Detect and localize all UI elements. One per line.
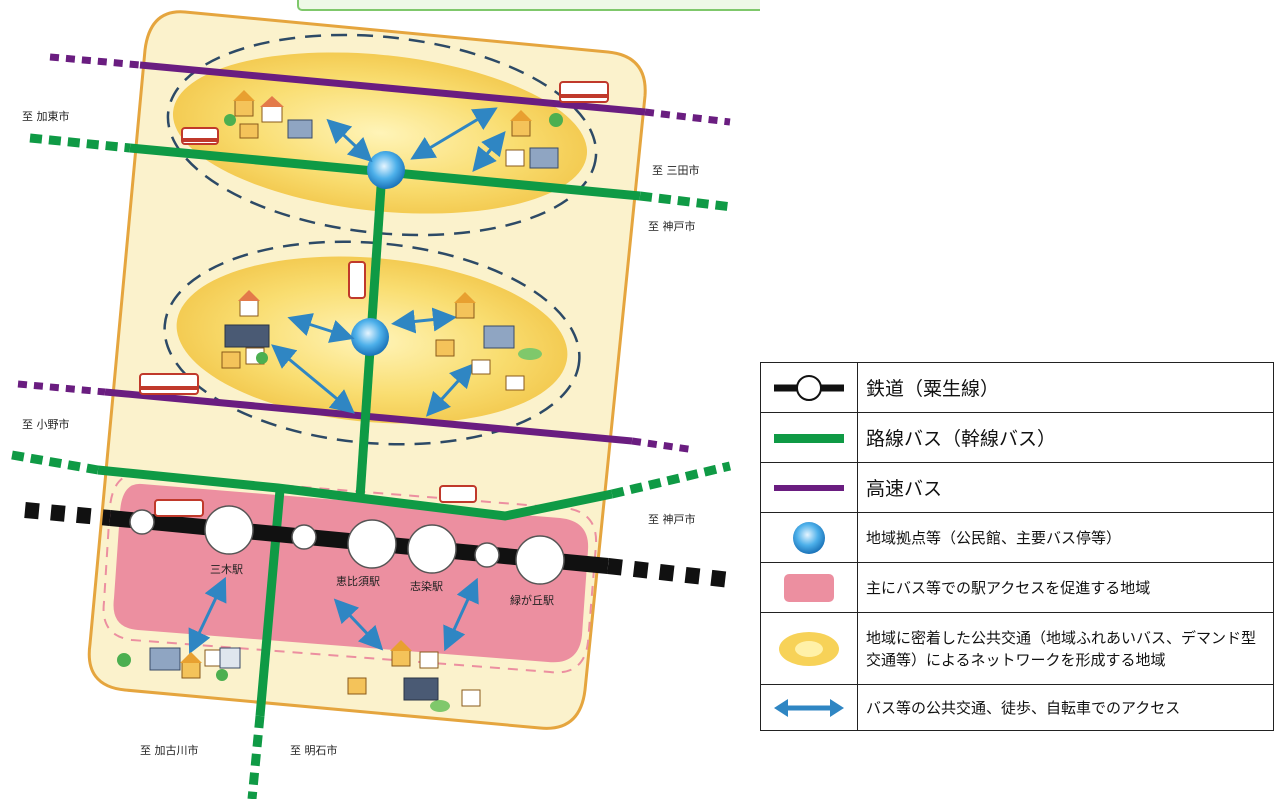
station-ebisu bbox=[347, 519, 397, 569]
houses-middle-right bbox=[435, 292, 542, 391]
legend-label-community-zone: 地域に密着した公共交通（地域ふれあいバス、デマンド型交通等）によるネットワークを… bbox=[857, 612, 1274, 685]
legend-row-railway: 鉄道（粟生線） bbox=[760, 362, 1274, 413]
houses-top-left bbox=[224, 90, 313, 139]
route-bus-lower-ext-right bbox=[610, 461, 732, 499]
city-label-kobe-lower: 至 神戸市 bbox=[648, 512, 696, 526]
community-area-top-dashed bbox=[166, 33, 598, 237]
railway-ext-right bbox=[607, 558, 731, 588]
route-bus-lower-ext-left bbox=[11, 450, 99, 475]
station-label-midorigaoka: 緑が丘駅 bbox=[510, 593, 554, 607]
city-label-kakogawa: 至 加古川市 bbox=[140, 743, 199, 757]
legend-row-community-zone: 地域に密着した公共交通（地域ふれあいバス、デマンド型交通等）によるネットワークを… bbox=[760, 612, 1274, 685]
houses-middle-left bbox=[221, 290, 270, 369]
legend-label-hub: 地域拠点等（公民館、主要バス停等） bbox=[857, 512, 1274, 563]
station-small-3 bbox=[474, 542, 500, 568]
highway-bus-middle-ext-right bbox=[631, 437, 696, 454]
legend-symbol-hub bbox=[760, 512, 858, 563]
route-bus-top-ext-left bbox=[29, 133, 131, 153]
highway-bus-middle-ext-left bbox=[17, 380, 106, 396]
legend-table: 鉄道（粟生線） 路線バス（幹線バス） 高速バス 地域拠点等（公民館、主要バス停等… bbox=[760, 362, 1274, 731]
legend-row-hub: 地域拠点等（公民館、主要バス停等） bbox=[760, 512, 1274, 563]
route-bus-lower bbox=[97, 465, 613, 521]
legend-symbol-railway bbox=[760, 362, 858, 413]
bus-icon-middle bbox=[139, 261, 366, 395]
station-label-ebisu: 恵比須駅 bbox=[336, 574, 380, 588]
transport-network-diagram: 至 加東市 至 三田市 至 神戸市 至 小野市 至 神戸市 至 加古川市 至 明… bbox=[11, 0, 760, 799]
station-small-2 bbox=[291, 524, 317, 550]
legend-row-highway-bus: 高速バス bbox=[760, 462, 1274, 513]
station-midorigaoka bbox=[515, 535, 565, 585]
station-small-1 bbox=[129, 509, 155, 535]
bus-icon-top-right bbox=[559, 81, 609, 103]
legend-symbol-highway-bus bbox=[760, 462, 858, 513]
legend-symbol-access bbox=[760, 684, 858, 731]
station-label-shijimi: 志染駅 bbox=[410, 579, 443, 593]
community-area-top bbox=[172, 52, 588, 214]
hub-top bbox=[367, 151, 405, 189]
city-label-sanda: 至 三田市 bbox=[652, 163, 700, 177]
legend-label-station-zone: 主にバス等での駅アクセスを促進する地域 bbox=[857, 562, 1274, 613]
railway-ext-left bbox=[24, 502, 111, 526]
legend-symbol-station-zone bbox=[760, 562, 858, 613]
houses-bottom-middle bbox=[347, 640, 481, 712]
highway-bus-top-ext-left bbox=[49, 53, 141, 69]
legend-label-railway: 鉄道（粟生線） bbox=[857, 362, 1274, 413]
title-box-edge bbox=[297, 0, 760, 11]
station-miki bbox=[204, 505, 254, 555]
legend-label-highway-bus: 高速バス bbox=[857, 462, 1274, 513]
station-label-miki: 三木駅 bbox=[210, 563, 243, 576]
city-label-akashi: 至 明石市 bbox=[290, 743, 338, 757]
legend-row-station-zone: 主にバス等での駅アクセスを促進する地域 bbox=[760, 562, 1274, 613]
bus-icon-station bbox=[154, 485, 477, 517]
city-label-kato: 至 加東市 bbox=[22, 109, 70, 123]
hub-middle bbox=[351, 318, 389, 356]
city-label-ono: 至 小野市 bbox=[22, 417, 70, 431]
station-shijimi bbox=[407, 524, 457, 574]
highway-bus-top-ext-right bbox=[644, 108, 731, 126]
route-bus-south-ext bbox=[247, 715, 265, 799]
city-label-kobe-upper: 至 神戸市 bbox=[648, 219, 696, 233]
legend-row-route-bus: 路線バス（幹線バス） bbox=[760, 412, 1274, 463]
station-zone-dashed-border bbox=[102, 472, 598, 674]
legend-row-access: バス等の公共交通、徒歩、自転車でのアクセス bbox=[760, 684, 1274, 731]
legend-symbol-community-zone bbox=[760, 612, 858, 685]
legend-symbol-route-bus bbox=[760, 412, 858, 463]
route-bus-top-ext-right bbox=[639, 191, 733, 212]
houses-top-right bbox=[505, 110, 563, 169]
bus-icon-top-left bbox=[181, 127, 219, 145]
legend-label-access: バス等の公共交通、徒歩、自転車でのアクセス bbox=[857, 684, 1274, 731]
highway-bus-top bbox=[139, 61, 646, 116]
access-arrows bbox=[188, 107, 506, 655]
houses-bottom-left bbox=[117, 647, 241, 681]
legend-label-route-bus: 路線バス（幹線バス） bbox=[857, 412, 1274, 463]
